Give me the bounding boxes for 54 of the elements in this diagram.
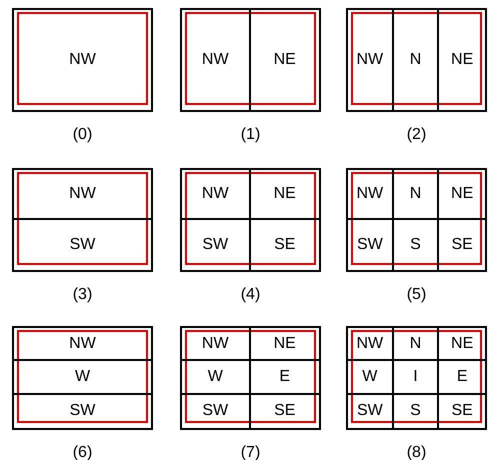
grid-panel — [346, 8, 487, 112]
cell-label: E — [279, 368, 290, 386]
cell-label: SE — [451, 402, 473, 420]
cell-label: SE — [274, 402, 296, 420]
grid-panel — [12, 326, 153, 430]
grid-panel — [346, 326, 487, 430]
panel-caption: (7) — [240, 444, 262, 460]
grid-panel — [12, 168, 153, 272]
panel-caption: (0) — [72, 126, 94, 144]
cell-label: SE — [451, 236, 473, 254]
cell-label: NW — [69, 185, 96, 203]
cell-label: SW — [202, 236, 228, 254]
cell-label: SW — [356, 236, 383, 254]
grid-panel — [12, 8, 153, 112]
grid-panel — [346, 168, 487, 272]
panel-caption: (3) — [72, 286, 94, 304]
cell-label: NW — [356, 51, 384, 69]
cell-label: NE — [451, 51, 474, 69]
cell-label: NW — [202, 334, 229, 353]
cell-label: W — [74, 368, 90, 386]
cell-label: SW — [202, 402, 228, 420]
cell-label: N — [410, 185, 422, 203]
panel-caption: (1) — [240, 126, 262, 144]
cell-label: NW — [356, 185, 384, 203]
cell-label: SW — [70, 236, 96, 254]
panel-caption: (8) — [406, 444, 428, 460]
cell-label: NE — [274, 185, 296, 203]
cell-label: NW — [69, 51, 96, 69]
cell-label: NE — [274, 334, 296, 353]
panel-caption: (5) — [406, 286, 428, 304]
cell-label: W — [208, 368, 223, 386]
panel-caption: (6) — [72, 444, 94, 460]
cell-label: NW — [202, 51, 229, 69]
cell-label: NW — [356, 334, 384, 353]
panel-caption: (4) — [240, 286, 262, 304]
cell-label: N — [410, 334, 422, 353]
cell-label: I — [413, 368, 418, 386]
grid-panel — [180, 326, 321, 430]
grid-panel — [180, 8, 321, 112]
cell-label: S — [410, 236, 421, 254]
cell-label: NE — [451, 334, 474, 353]
panel-caption: (2) — [406, 126, 428, 144]
grid-panel — [180, 168, 321, 272]
cell-label: E — [456, 368, 468, 386]
cell-label: SW — [356, 402, 383, 420]
cell-label: SW — [70, 402, 96, 420]
cell-label: NW — [202, 185, 229, 203]
cell-label: S — [410, 402, 421, 420]
cell-label: NE — [451, 185, 474, 203]
cell-label: W — [362, 368, 378, 386]
cell-label: NW — [69, 334, 96, 353]
cell-label: NE — [274, 51, 296, 69]
cell-label: N — [410, 51, 422, 69]
cell-label: SE — [274, 236, 296, 254]
